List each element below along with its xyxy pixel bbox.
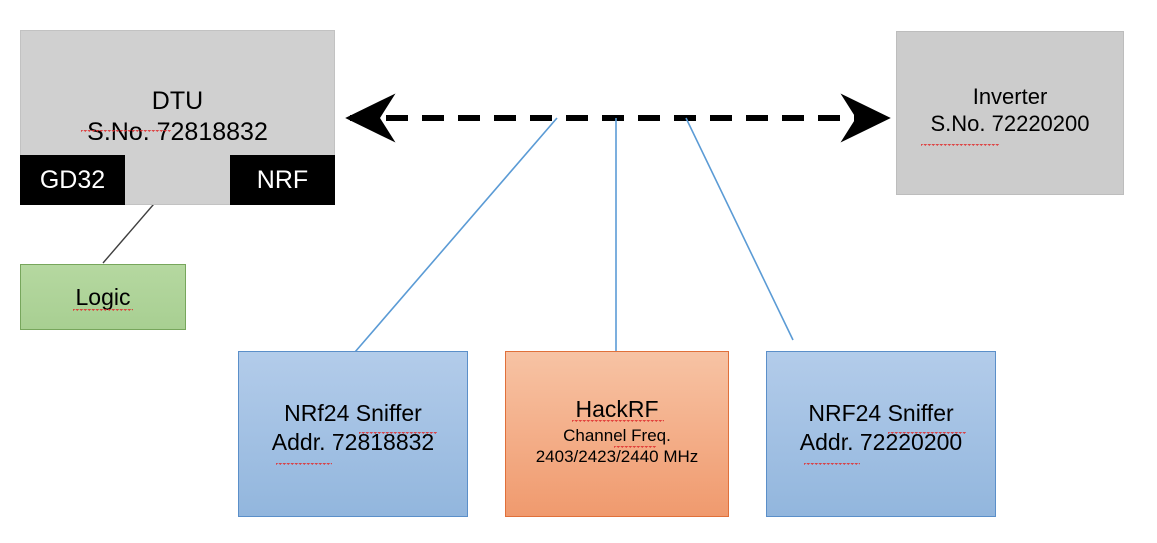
spellcheck-squiggle-addr-right [804,463,860,467]
node-inverter[interactable]: Inverter S.No. 72220200 [896,31,1124,195]
spellcheck-squiggle-logic [73,309,133,313]
inverter-label: Inverter [972,84,1048,109]
nrf-label: NRF [256,165,309,194]
node-hackrf[interactable]: HackRF Channel Freq. 2403/2423/2440 MHz [505,351,729,517]
node-gd32[interactable]: GD32 [20,155,125,205]
gd32-label: GD32 [39,165,106,194]
hackrf-sub-channel: Channel Freq. [563,426,671,446]
spellcheck-squiggle-sniffer-left [359,432,437,436]
hackrf-label: HackRF [575,396,659,422]
dtu-label: DTU [151,87,204,115]
spellcheck-squiggle-addr-left [276,463,332,467]
logic-label: Logic [75,283,131,310]
sniffer-right-label: NRF24 Sniffer [808,400,954,426]
connector-sniffer-right-tap [685,117,794,341]
node-nrf[interactable]: NRF [230,155,335,205]
hackrf-sub-freq: 2403/2423/2440 MHz [535,446,699,466]
spellcheck-squiggle-sniffer-right [888,432,966,436]
spellcheck-squiggle-hackrf [572,420,664,424]
spellcheck-squiggle-freq [614,446,656,450]
spellcheck-squiggle-dtu [81,130,171,134]
sniffer-left-label: NRf24 Sniffer [284,400,422,426]
spellcheck-squiggle-inverter [921,144,999,148]
inverter-serial: S.No. 72220200 [930,111,1090,137]
connector-sniffer-left-tap [354,117,558,353]
node-logic[interactable]: Logic [20,264,186,330]
